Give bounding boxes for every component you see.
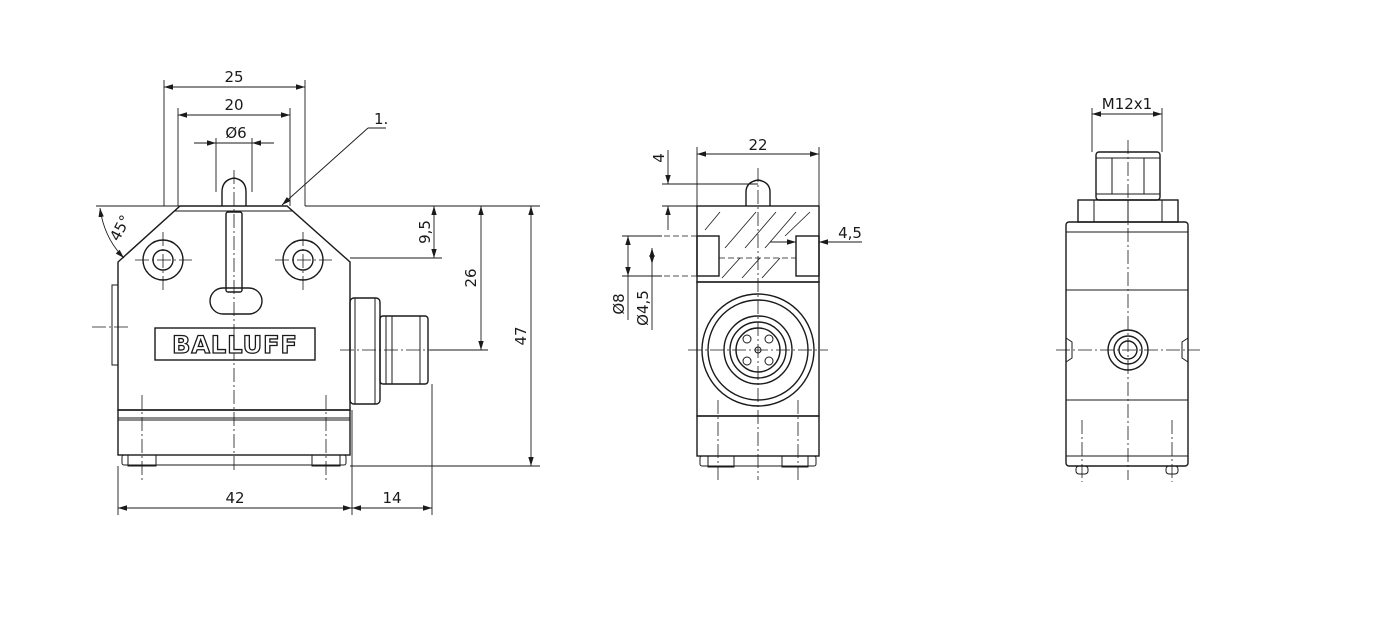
- callout-1: 1.: [374, 110, 388, 128]
- dim-22: 22: [748, 136, 767, 154]
- balluff-logo: BALLUFF: [172, 331, 298, 359]
- side-plunger: [221, 177, 247, 206]
- dim-42: 42: [225, 489, 244, 507]
- side-slot-oval: [209, 287, 263, 315]
- rear-view: M12x1: [1056, 95, 1200, 482]
- dim-4: 4: [650, 153, 668, 163]
- dim-9-5: 9,5: [416, 220, 434, 244]
- dim-25: 25: [224, 68, 243, 86]
- dim-14: 14: [382, 489, 401, 507]
- dim-dia-6: Ø6: [225, 124, 246, 142]
- balluff-logo-frame: [154, 327, 316, 361]
- dim-20: 20: [224, 96, 243, 114]
- side-mount-hole-left: [135, 232, 192, 290]
- dim-26: 26: [462, 268, 480, 287]
- rear-screw: [1056, 329, 1200, 371]
- dim-4-5-width: 4,5: [838, 224, 862, 242]
- front-connector-face: [688, 293, 828, 407]
- side-connector: [340, 297, 445, 405]
- dim-dia-4-5: Ø4,5: [634, 290, 652, 326]
- dim-m12x1: M12x1: [1102, 95, 1152, 113]
- dim-dia-8: Ø8: [610, 293, 628, 314]
- side-view: BALLUFF 25 20 Ø6 1.: [92, 68, 540, 515]
- dim-47: 47: [512, 326, 530, 345]
- rear-body: [1065, 221, 1189, 467]
- front-hatch: [704, 211, 811, 279]
- front-view: 22 4 4,5 Ø8 Ø4,5: [610, 136, 862, 480]
- side-mount-hole-right: [275, 232, 332, 290]
